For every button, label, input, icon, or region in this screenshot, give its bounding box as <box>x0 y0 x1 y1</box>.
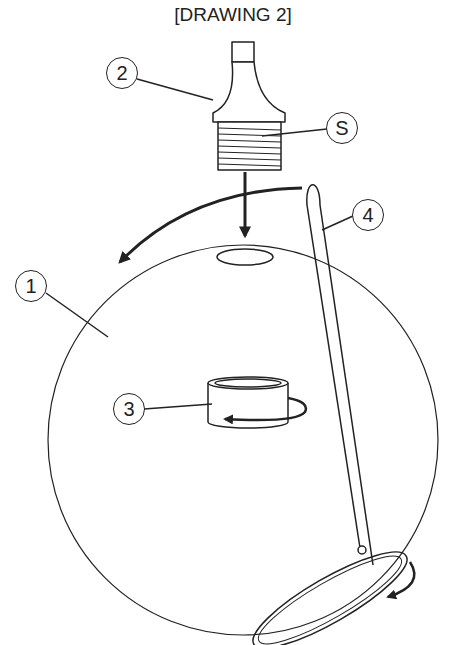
callout-number: 3 <box>123 399 134 419</box>
callout-number: 4 <box>362 205 373 225</box>
callout-circle: 4 <box>352 199 384 231</box>
rotate-arrow <box>120 188 302 262</box>
callout-circle: 3 <box>113 393 145 425</box>
callout-circle: 1 <box>15 270 47 302</box>
callout-number: S <box>335 118 348 138</box>
thread-lines <box>218 128 281 166</box>
screw-arrow <box>225 398 306 420</box>
twist-arrow <box>388 562 414 597</box>
callout-circle: 2 <box>106 57 138 89</box>
callout-number: 2 <box>116 63 127 83</box>
callout-number: 1 <box>25 276 36 296</box>
lampholder <box>213 42 285 170</box>
glass-globe <box>48 245 438 635</box>
drawing-title: [DRAWING 2] <box>174 4 292 26</box>
globe-opening <box>217 249 273 265</box>
callout-circle: S <box>326 112 358 144</box>
hanger-wire <box>243 185 417 645</box>
leader-lines <box>46 79 353 409</box>
insert-arrow <box>244 172 247 236</box>
